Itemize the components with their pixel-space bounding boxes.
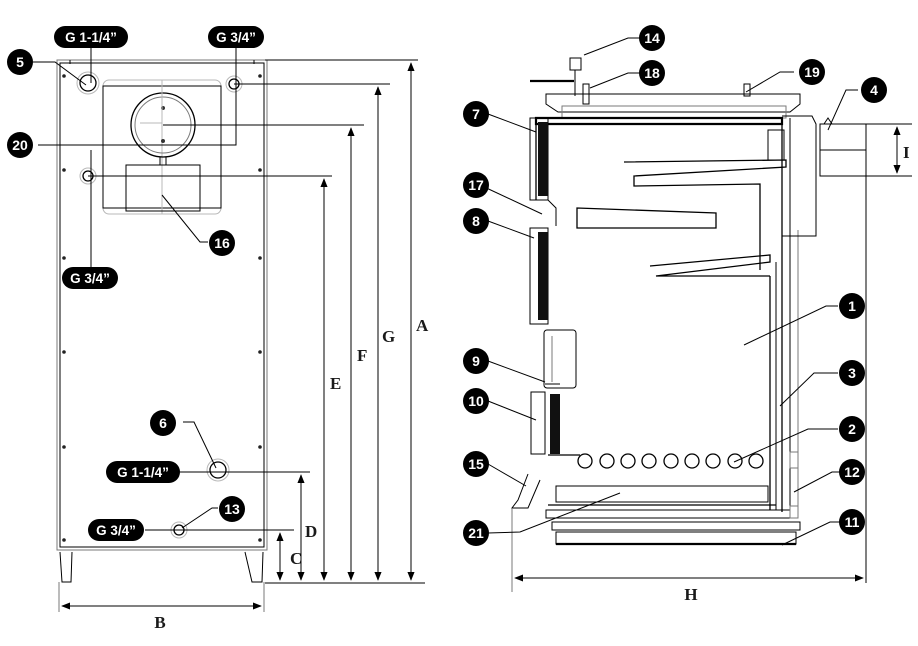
callout-4: 4 (861, 77, 887, 103)
svg-text:G 3/4”: G 3/4” (70, 271, 110, 286)
rear-screws (62, 74, 262, 542)
svg-text:1: 1 (848, 298, 856, 314)
baffle-top (623, 159, 787, 270)
flue-box (782, 115, 817, 237)
svg-text:15: 15 (468, 456, 484, 472)
callout-8: 8 (463, 208, 489, 234)
rear-body-panel (59, 62, 265, 548)
pill-bottom-return: G 1-1/4” (106, 461, 180, 483)
svg-text:2: 2 (848, 421, 856, 437)
rear-view: B C D E F G A G 1-1/4” G 3/4” G 3/4” G 1… (7, 26, 429, 632)
sensor-pocket (582, 83, 590, 105)
svg-text:19: 19 (804, 64, 820, 80)
callout-2: 2 (839, 416, 865, 442)
callout-17: 17 (463, 172, 489, 198)
svg-text:6: 6 (159, 415, 167, 431)
upper-door-insulation (538, 122, 548, 196)
pill-mid-left: G 3/4” (62, 267, 118, 289)
svg-text:21: 21 (468, 525, 484, 541)
cleaning-cover (125, 164, 201, 212)
rear-leg-right (244, 551, 264, 583)
side-section-view: H I 14 18 19 4 7 17 8 9 10 15 21 1 (463, 25, 912, 604)
thermostat-head (569, 57, 582, 71)
pill-top-left: G 1-1/4” (54, 26, 128, 48)
callout-12: 12 (839, 459, 865, 485)
callout-11: 11 (839, 509, 865, 535)
ash-door (530, 391, 546, 455)
return-connection (206, 458, 230, 482)
dim-h-label: H (684, 585, 697, 604)
air-intake-box (543, 329, 577, 389)
svg-text:13: 13 (224, 501, 240, 517)
water-tubes (577, 453, 764, 469)
door-handle (511, 473, 541, 509)
dim-d-label: D (305, 522, 317, 541)
callout-21: 21 (463, 520, 489, 546)
svg-text:11: 11 (845, 514, 860, 530)
dim-g-label: G (382, 327, 395, 346)
ash-pan (555, 485, 769, 503)
svg-text:G 1-1/4”: G 1-1/4” (117, 465, 169, 480)
dim-c-label: C (290, 549, 302, 568)
callout-1: 1 (839, 293, 865, 319)
base-plinth (555, 531, 797, 545)
callout-14: 14 (639, 25, 665, 51)
callout-19: 19 (799, 59, 825, 85)
callout-16: 16 (209, 230, 235, 256)
baffle-bottom (649, 254, 771, 277)
callout-9: 9 (463, 348, 489, 374)
rear-body-outline (56, 59, 268, 551)
callout-15: 15 (463, 451, 489, 477)
middle-door-insulation (538, 232, 548, 320)
svg-text:17: 17 (468, 177, 484, 193)
dim-f-label: F (357, 346, 367, 365)
ash-door-insulation (550, 394, 560, 454)
callout-20: 20 (7, 132, 33, 158)
callout-18: 18 (639, 60, 665, 86)
top-cover (545, 93, 801, 113)
flow-connection (76, 71, 100, 95)
svg-text:3: 3 (848, 365, 856, 381)
svg-text:18: 18 (644, 65, 660, 81)
dim-i-label: I (903, 143, 910, 162)
pill-top-right: G 3/4” (208, 26, 264, 48)
baffle-middle (576, 207, 717, 229)
dim-e-label: E (330, 374, 341, 393)
svg-text:7: 7 (472, 106, 480, 122)
dim-b-label: B (154, 613, 165, 632)
callout-7: 7 (463, 101, 489, 127)
svg-text:12: 12 (844, 464, 860, 480)
svg-text:14: 14 (644, 30, 660, 46)
svg-text:20: 20 (12, 137, 28, 153)
callout-10: 10 (463, 388, 489, 414)
dim-a-label: A (416, 316, 429, 335)
svg-text:9: 9 (472, 353, 480, 369)
callout-5: 5 (7, 49, 33, 75)
svg-text:10: 10 (468, 393, 484, 409)
svg-text:8: 8 (472, 213, 480, 229)
svg-text:G 1-1/4”: G 1-1/4” (65, 30, 117, 45)
pill-bottom-drain: G 3/4” (88, 519, 144, 541)
svg-text:5: 5 (16, 54, 24, 70)
callout-13: 13 (219, 496, 245, 522)
svg-text:4: 4 (870, 82, 878, 98)
callout-6: 6 (150, 410, 176, 436)
rear-leg-left (59, 551, 73, 583)
svg-text:16: 16 (214, 235, 230, 251)
svg-text:G 3/4”: G 3/4” (216, 30, 256, 45)
callout-3: 3 (839, 360, 865, 386)
svg-text:G 3/4”: G 3/4” (96, 523, 136, 538)
